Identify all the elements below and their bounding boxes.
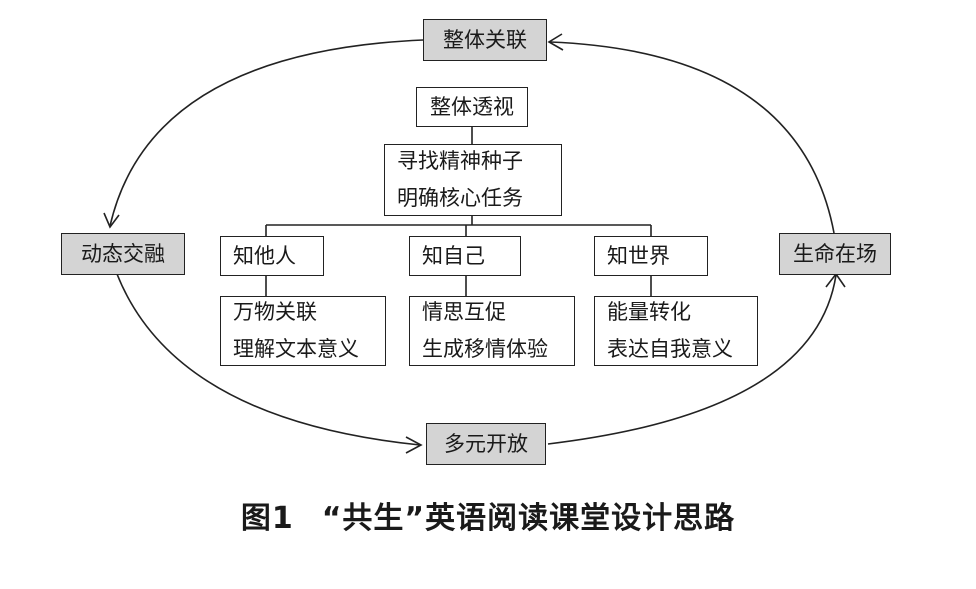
- node-holistic-link: 整体关联: [423, 19, 547, 61]
- branch-know-others: 知他人: [220, 236, 324, 276]
- arc-left-to-bottom: [116, 273, 421, 446]
- arc-bottom-to-right: [547, 274, 837, 445]
- branch-know-world: 知世界: [594, 236, 708, 276]
- detail-know-others: 万物关联 理解文本意义: [220, 296, 386, 366]
- arc-top-to-left: [109, 39, 424, 227]
- arc-right-to-top: [549, 41, 835, 234]
- detail-others-line-2: 理解文本意义: [233, 337, 359, 361]
- node-core-task: 寻找精神种子 明确核心任务: [384, 144, 562, 216]
- detail-know-self: 情思互促 生成移情体验: [409, 296, 575, 366]
- figure-label: 图1: [240, 501, 294, 536]
- figure-caption: 图1 “共生”英语阅读课堂设计思路: [0, 493, 976, 537]
- detail-self-line-2: 生成移情体验: [422, 337, 548, 361]
- core-line-1: 寻找精神种子: [397, 149, 523, 173]
- branch-know-self: 知自己: [409, 236, 521, 276]
- core-line-2: 明确核心任务: [397, 186, 523, 210]
- arrowhead-bottom: [405, 436, 423, 454]
- detail-world-line-1: 能量转化: [607, 300, 691, 324]
- detail-know-world: 能量转化 表达自我意义: [594, 296, 758, 366]
- detail-world-line-2: 表达自我意义: [607, 337, 733, 361]
- node-diverse-open: 多元开放: [426, 423, 546, 465]
- arrowhead-left: [103, 212, 120, 229]
- arrowhead-top: [547, 33, 564, 51]
- node-holistic-view: 整体透视: [416, 87, 528, 127]
- detail-others-line-1: 万物关联: [233, 300, 317, 324]
- figure-title: “共生”英语阅读课堂设计思路: [321, 501, 736, 536]
- detail-self-line-1: 情思互促: [422, 300, 506, 324]
- node-life-presence: 生命在场: [779, 233, 891, 275]
- node-dynamic-blend: 动态交融: [61, 233, 185, 275]
